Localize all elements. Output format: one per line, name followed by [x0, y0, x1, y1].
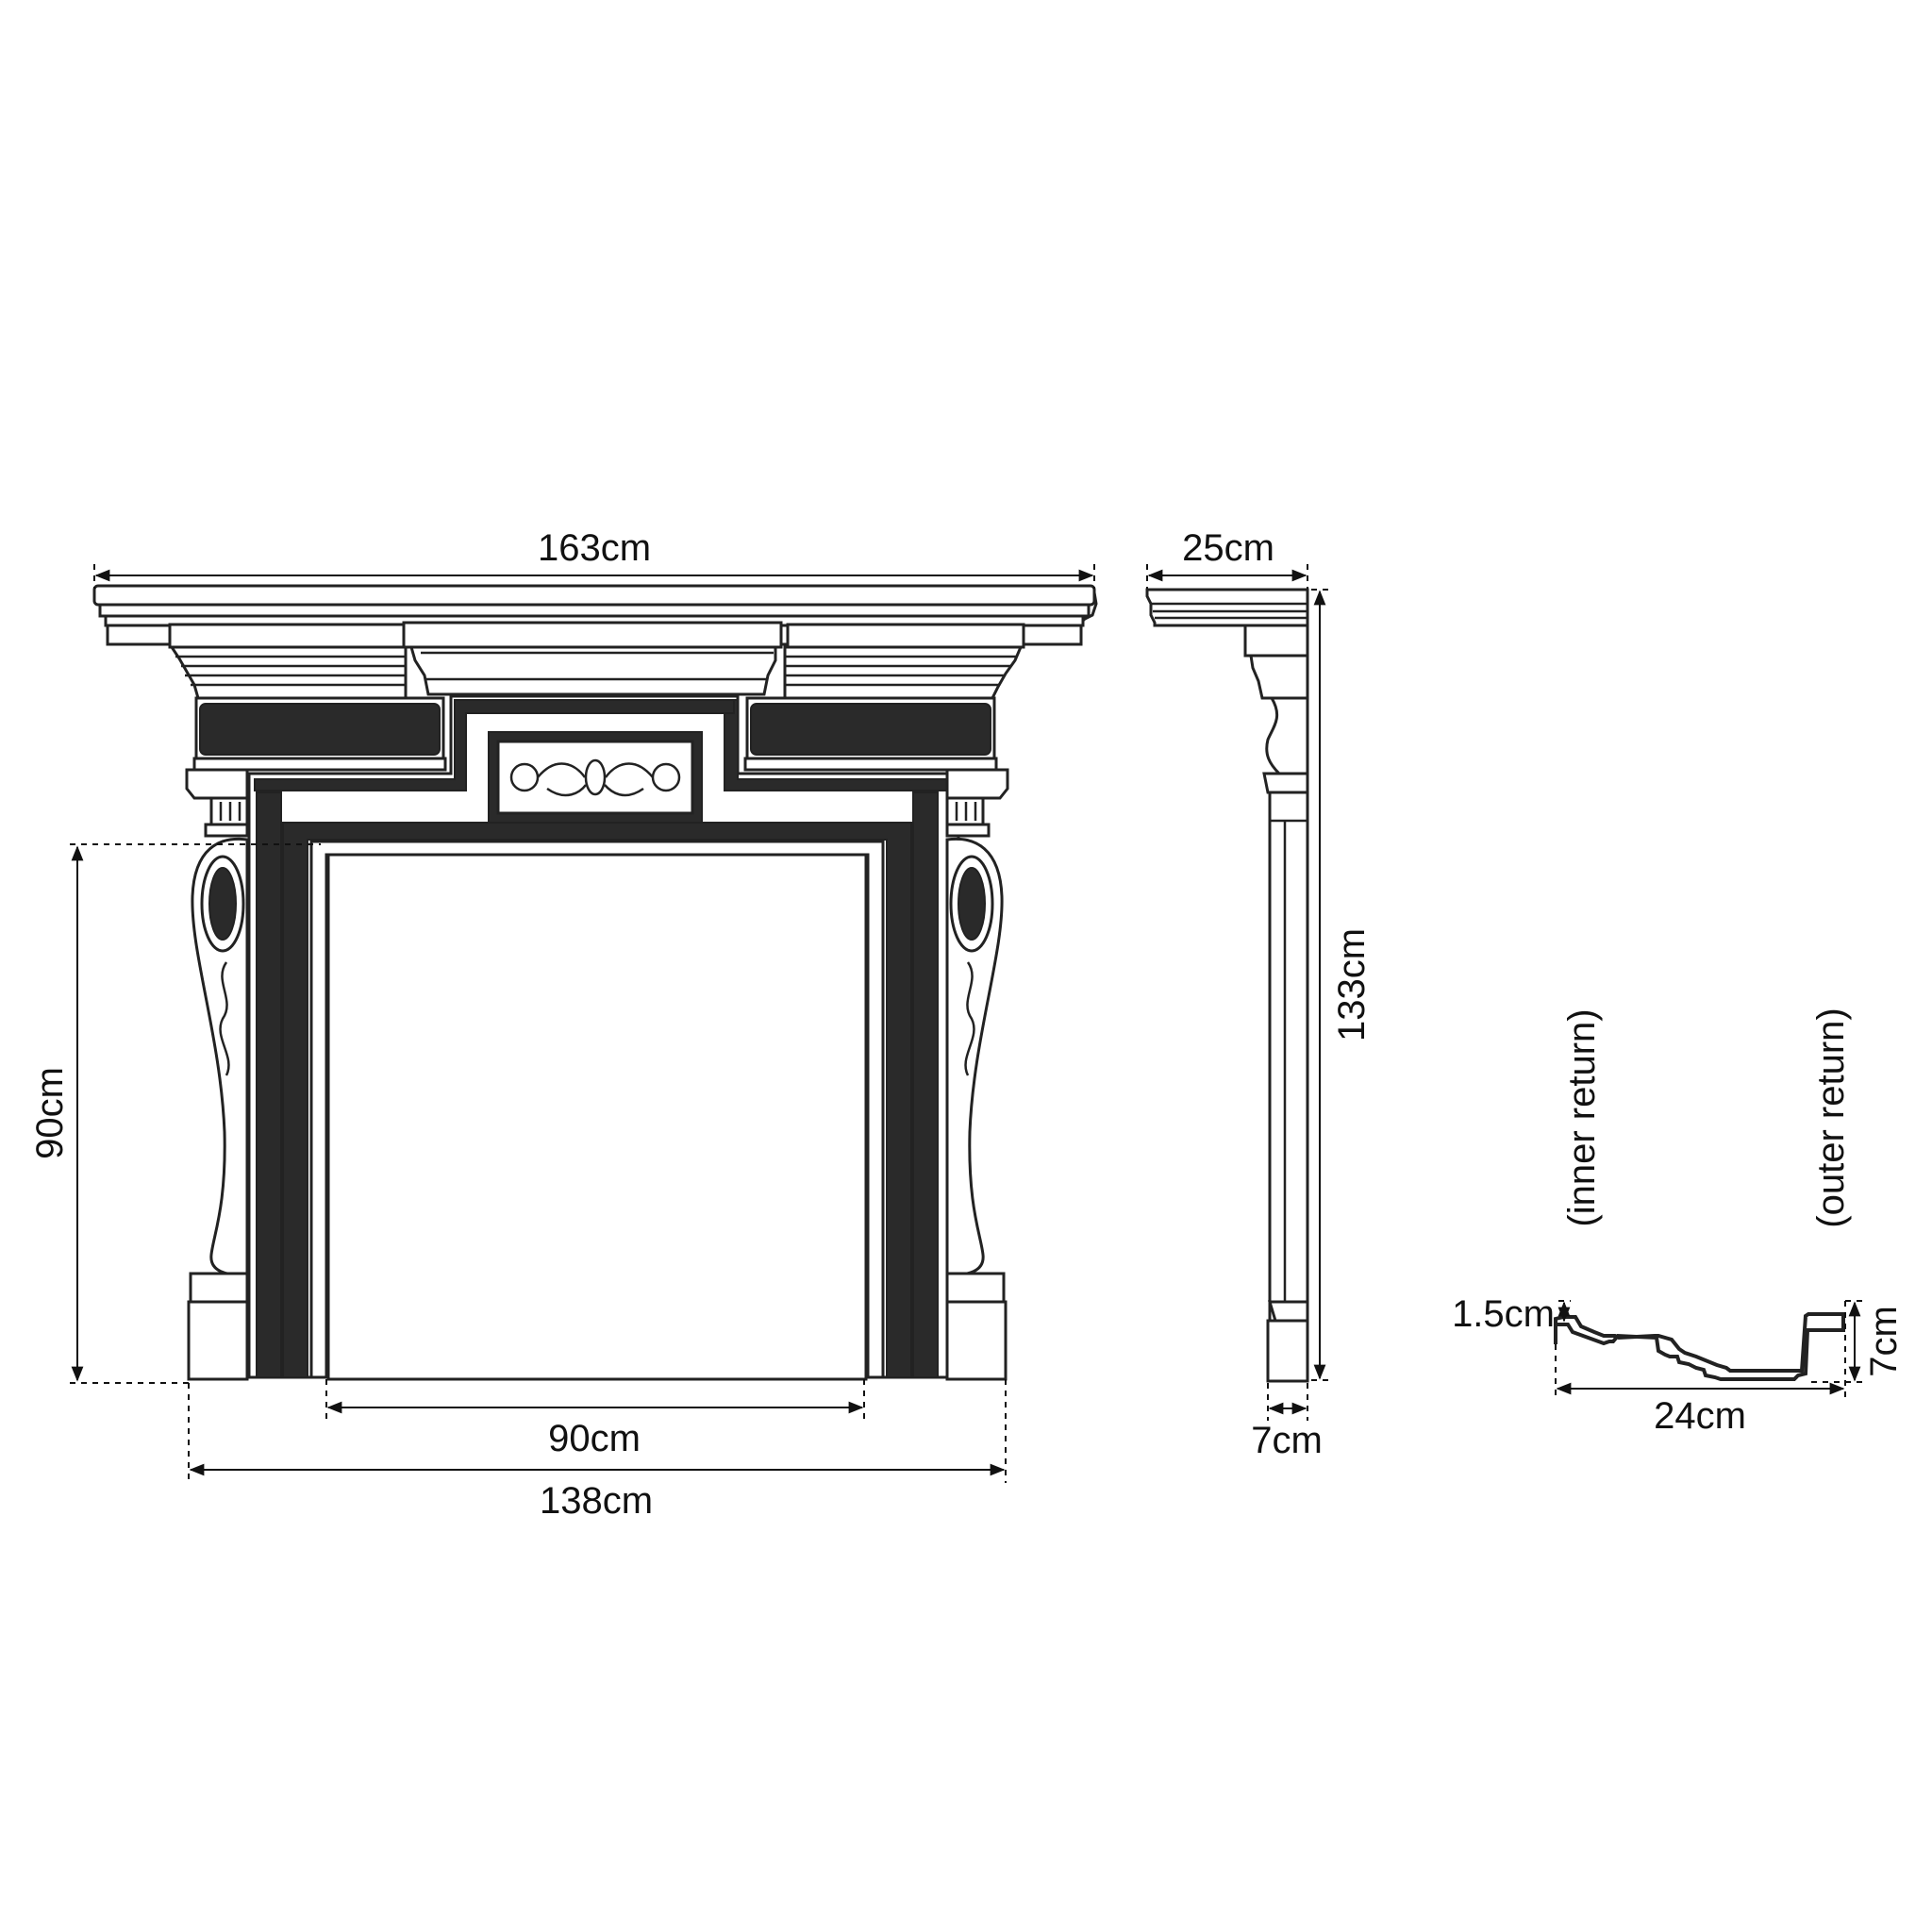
outer-return-label: (outer return) [1810, 1008, 1852, 1227]
leg-depth-label: 7cm [1251, 1420, 1323, 1461]
acanthus-frieze-left [192, 696, 447, 772]
overall-width-label: 163cm [538, 527, 651, 569]
opening-width-label: 90cm [548, 1418, 641, 1459]
inner-height-label: 1.5cm [1452, 1293, 1555, 1335]
acanthus-frieze-right [743, 696, 998, 772]
opening-height-label: 90cm [29, 1067, 71, 1159]
dimension-inner-height: 1.5cm [1452, 1293, 1571, 1335]
depth-label: 25cm [1182, 527, 1274, 569]
dimension-height: 133cm [1311, 589, 1373, 1381]
front-view: 163cm 90cm 90cm 138cm [29, 527, 1098, 1522]
profile-width-label: 24cm [1654, 1395, 1746, 1437]
capital-left [185, 768, 249, 838]
corbel-right [945, 837, 1008, 1381]
corbel-left [187, 837, 249, 1381]
inner-return-label: (inner return) [1561, 1008, 1603, 1226]
dimension-opening-height: 90cm [29, 843, 321, 1384]
frieze-blocks [168, 621, 1025, 700]
dimension-overall-width: 163cm [93, 527, 1095, 589]
dimension-opening-width: 90cm [325, 1379, 865, 1459]
dimension-base-width: 138cm [188, 1379, 1007, 1522]
side-view: 25cm 133cm 7cm [1145, 527, 1373, 1461]
dimension-leg-depth: 7cm [1251, 1383, 1323, 1461]
outer-height-label: 7cm [1863, 1306, 1905, 1377]
profile-view: (inner return) (outer return) 1.5cm 7cm … [1452, 1008, 1905, 1437]
height-label: 133cm [1331, 928, 1373, 1041]
inner-surround [256, 791, 939, 1381]
dimension-profile-width: 24cm [1555, 1301, 1846, 1437]
base-width-label: 138cm [540, 1480, 653, 1522]
capital-right [945, 768, 1009, 838]
dimension-depth: 25cm [1146, 527, 1308, 589]
dimension-outer-height: 7cm [1811, 1300, 1905, 1383]
